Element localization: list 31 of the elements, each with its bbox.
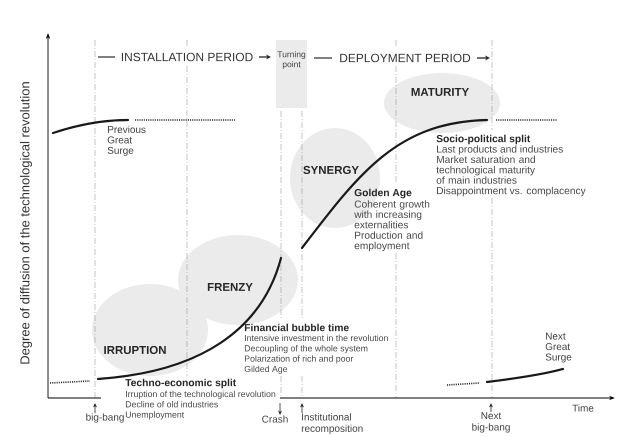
description-text: Coherent growth with increasing externalities xyxy=(354,200,430,228)
curve-label: Previous Great Surge xyxy=(108,126,146,156)
description-text: Disappointment vs. complacency xyxy=(437,186,586,196)
phase-heading: Techno-economic split xyxy=(125,378,236,388)
phase-heading: Golden Age xyxy=(354,188,412,198)
axis-title: Degree of diffusion of the technological revolution xyxy=(20,82,32,364)
phase-heading: Financial bubble time xyxy=(244,324,349,332)
event-label: Next big-bang xyxy=(472,412,510,433)
phase-label: IRRUPTION xyxy=(104,346,166,354)
period-label: DEPLOYMENT PERIOD xyxy=(340,54,470,62)
event-label: big-bang xyxy=(86,413,124,423)
description-text: Decline of old industries xyxy=(126,400,218,408)
description-text: Intensive investment in the revolution xyxy=(245,334,388,342)
band-label: Turning point xyxy=(278,51,306,69)
phase-heading: Socio-political split xyxy=(436,134,530,144)
phase-label: SYNERGY xyxy=(303,166,359,174)
description-text: Polarization of rich and poor xyxy=(244,355,354,364)
description-text: Unemployment xyxy=(126,411,184,420)
curve-label: Next Great Surge xyxy=(546,332,572,363)
description-text: Decoupling of the whole system xyxy=(244,344,368,354)
description-text: Market saturation and technological maturity of main industries xyxy=(436,156,535,184)
description-text: Irruption of the technological revolution xyxy=(126,390,276,399)
period-label: INSTALLATION PERIOD xyxy=(122,52,253,62)
event-label: Institutional recomposition xyxy=(302,413,363,434)
description-text: Production and employment xyxy=(354,231,422,252)
phase-label: MATURITY xyxy=(412,88,469,96)
description-text: Gilded Age xyxy=(244,366,288,374)
event-label: Crash xyxy=(262,415,288,423)
axis-title: Time xyxy=(572,404,594,412)
phase-label: FRENZY xyxy=(208,283,253,291)
description-text: Last products and industries xyxy=(437,145,563,155)
